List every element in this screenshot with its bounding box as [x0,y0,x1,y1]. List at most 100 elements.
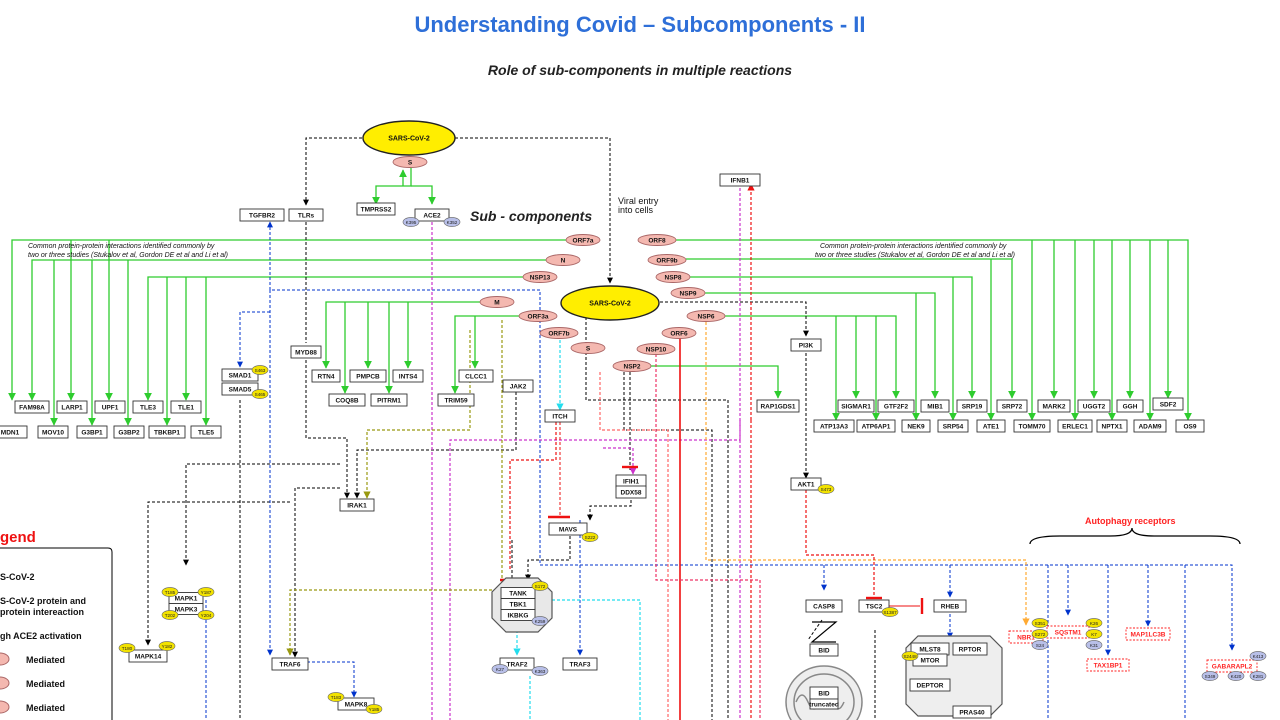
node-shape [901,419,931,433]
node-nsp9: NSP9 [670,287,706,299]
node-uggt2: UGGT2 [1077,399,1111,413]
badge-shape [1085,618,1103,628]
badge-label: Y182 [162,644,173,649]
badge-label: S463 [255,368,266,373]
node-label: MAP1LC3B [1130,632,1165,639]
node-ikbkg: IKBKG [500,609,536,621]
node-label: UGGT2 [1083,404,1106,411]
node-shape [271,657,309,671]
node-label: MARK2 [1042,404,1065,411]
badge-k259: K259 [531,616,549,626]
node-shape [522,271,558,283]
badge-label: K420 [1231,674,1242,679]
node-label: BID [818,648,830,655]
badge-s272: S272 [1031,629,1049,639]
badge-label: S349 [1205,674,1216,679]
node-rtn4: RTN4 [311,369,341,383]
node-label: BID [818,691,830,698]
legend-item: S-CoV-2 protein and [0,596,86,606]
node-nsp6: NSP6 [686,310,726,322]
node-traf3: TRAF3 [562,657,598,671]
node-tank: TANK [500,587,536,599]
node-label: TRAF3 [570,662,591,669]
node-casp8: CASP8 [805,599,843,613]
node-myd88: MYD88 [290,345,322,359]
sub-components-label: Sub - components [470,208,592,224]
node-label: OS9 [1183,424,1196,431]
node-shape [562,657,598,671]
node-label: NBR1 [1017,635,1035,642]
badge-label: S172 [535,584,546,589]
node-shape [670,287,706,299]
node-sars1: SARS-CoV-2 [362,120,456,156]
node-ints4: INTS4 [392,369,424,383]
node-srp72: SRP72 [996,399,1028,413]
badge-shape [158,641,176,651]
badge-s349: S349 [1201,671,1219,681]
node-shape [170,400,202,414]
node-orf7a: ORF7a [565,234,601,246]
node-label: SDF2 [1160,402,1177,409]
node-label: TMPRSS2 [361,207,392,214]
node-shape [809,698,839,710]
node-label: PRAS40 [959,710,985,717]
node-label: ATE1 [983,424,1000,431]
node-label: truncated [809,702,839,709]
node-sdf2: SDF2 [1152,397,1184,411]
legend-swatch [0,676,10,690]
legend-item: protein intereaction [0,607,84,617]
node-shape [239,208,285,222]
node-itch: ITCH [544,409,576,423]
node-shape [976,419,1006,433]
viral-entry-label-1: Viral entry [618,196,659,206]
node-label: CLCC1 [465,374,487,381]
node-shape [909,678,951,692]
badge-shape [881,607,899,617]
node-label: INTS4 [399,374,418,381]
common-interactions-right-2: two or three studies (Stukalov et al, Go… [815,252,1015,259]
node-shape [565,234,601,246]
node-label: MIB1 [927,404,943,411]
node-shape [719,173,761,187]
node-nek9: NEK9 [901,419,931,433]
node-label: DEPTOR [917,683,944,690]
badge-s222: S222 [581,532,599,542]
node-mark2: MARK2 [1037,399,1071,413]
node-label: SRP19 [962,404,983,411]
badge-label: K26 [1090,621,1099,626]
node-map1lc3b: MAP1LC3B [1125,627,1171,641]
badge-shape [197,610,215,620]
node-mapk14: MAPK14 [128,649,168,663]
node-atp6ap1: ATP6AP1 [856,419,896,433]
node-rptor: RPTOR [952,642,988,656]
badge-t180: T180 [118,643,136,653]
node-coq8b: COQ8B [328,393,366,407]
legend-item: Mediated [26,703,65,713]
node-shape [805,599,843,613]
badge-shape [327,692,345,702]
legend-swatch [0,652,10,666]
badge-shape [1031,629,1049,639]
node-label: TAX1BP1 [1094,663,1123,670]
node-label: ADAM9 [1138,424,1161,431]
node-label: S [408,160,413,167]
node-label: UPF1 [102,405,119,412]
node-label: ACE2 [423,213,441,220]
node-label: TRIM59 [444,398,468,405]
node-shape [14,400,50,414]
badge-s24: S24 [1031,640,1049,650]
node-ate1: ATE1 [976,419,1006,433]
node-shape [1116,399,1144,413]
badge-k420: K420 [1227,671,1245,681]
node-nsp8: NSP8 [655,271,691,283]
inhibition-edges [500,422,924,614]
common-interactions-left-2: two or three studies (Stukalov et al, Go… [28,252,228,259]
badge-y182: Y182 [158,641,176,651]
node-label: TGFBR2 [249,213,275,220]
node-traf2: TRAF2 [499,657,535,671]
node-shape [128,649,168,663]
node-shape [500,609,536,621]
node-shape [290,345,322,359]
node-ddx58: DDX58 [615,485,647,499]
